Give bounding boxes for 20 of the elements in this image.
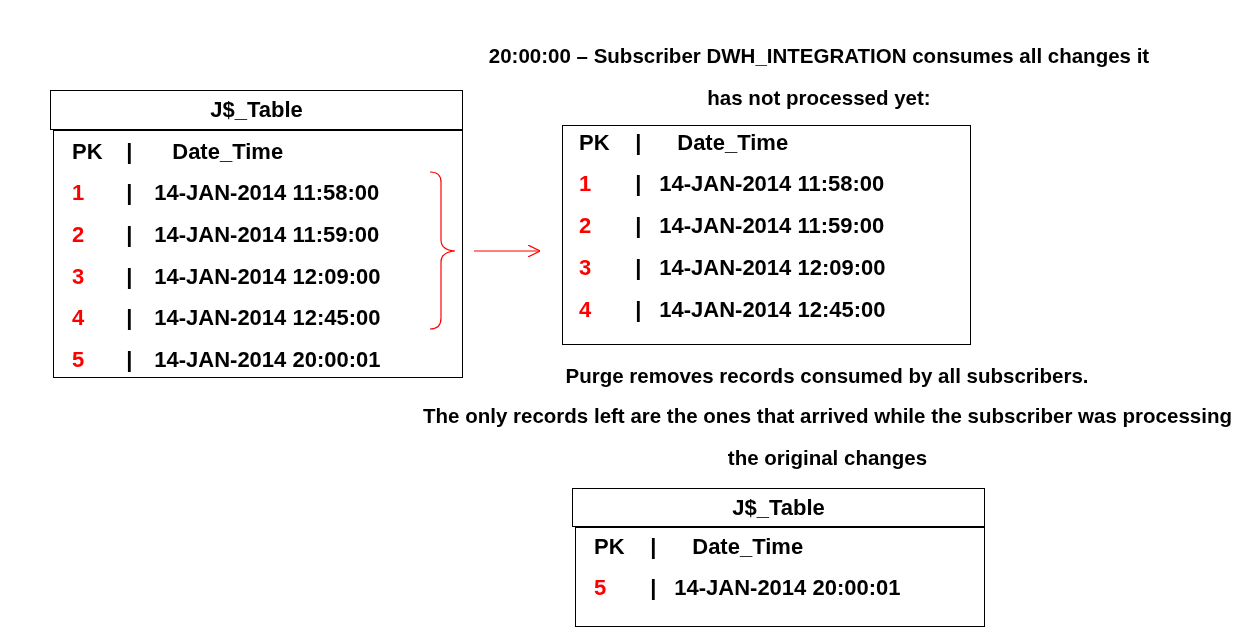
table-row: 3 | 14-JAN-2014 12:09:00 — [72, 264, 381, 290]
table-row: 4 | 14-JAN-2014 12:45:00 — [72, 305, 381, 331]
column-header-row: PK | Date_Time — [72, 139, 284, 165]
table-row: 4 | 14-JAN-2014 12:45:00 — [579, 297, 886, 323]
table-row: 1 | 14-JAN-2014 11:58:00 — [72, 180, 380, 206]
note-text: Purge removes records consumed by all subscribers. — [564, 363, 1090, 389]
column-header-row: PK | Date_Time — [579, 130, 789, 156]
table-row: 3 | 14-JAN-2014 12:09:00 — [579, 255, 886, 281]
table-row: 1 | 14-JAN-2014 11:58:00 — [579, 171, 885, 197]
arrow — [473, 244, 541, 258]
table-row: 2 | 14-JAN-2014 11:59:00 — [579, 213, 885, 239]
column-header-row: PK | Date_Time — [594, 534, 804, 560]
table-title: J$_Table — [572, 488, 985, 527]
table-row: 5 | 14-JAN-2014 20:00:01 — [594, 575, 901, 601]
table-row: 2 | 14-JAN-2014 11:59:00 — [72, 222, 380, 248]
table-title: J$_Table — [50, 90, 463, 130]
note-text: The only records left are the ones that arrived while the subscriber was processing the original changes — [422, 403, 1233, 471]
note-text: 20:00:00 – Subscriber DWH_INTEGRATION consumes all changes it has not processed yet: — [487, 43, 1151, 111]
table-row: 5 | 14-JAN-2014 20:00:01 — [72, 347, 381, 373]
table-box — [562, 125, 971, 345]
